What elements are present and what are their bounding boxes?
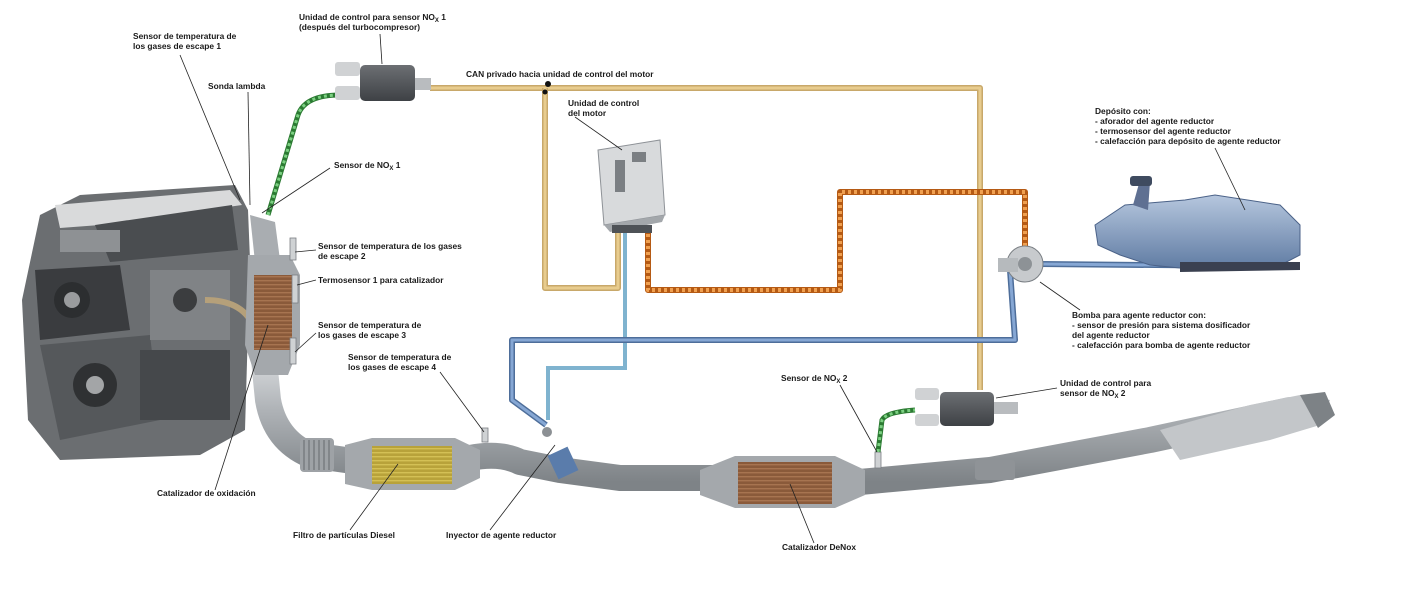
injector-signal-wire — [546, 228, 627, 420]
label-catalyst-thermosensor-1: Termosensor 1 para catalizador — [318, 275, 444, 285]
label-lambda-probe: Sonda lambda — [208, 81, 266, 91]
diesel-engine — [22, 185, 258, 460]
label-can-bus: CAN privado hacia unidad de control del … — [466, 69, 654, 79]
label-diesel-particulate-filter: Filtro de partículas Diesel — [293, 530, 395, 540]
heated-pump-wire — [645, 189, 1028, 293]
oxidation-catalyst-core — [254, 275, 292, 350]
exhaust-pipe — [245, 215, 1335, 508]
label-reductant-injector: Inyector de agente reductor — [446, 530, 557, 540]
label-nox-sensor-2: Sensor de NOX 2 — [781, 373, 848, 385]
can-junction-dot — [545, 81, 551, 87]
label-egt-sensor-3: Sensor de temperatura de los gases de es… — [318, 320, 424, 340]
label-nox-sensor-1: Sensor de NOX 1 — [334, 160, 401, 172]
label-denox-catalyst: Catalizador DeNox — [782, 542, 856, 552]
can-bus-wiring — [430, 85, 983, 390]
can-junction-dot — [542, 89, 548, 95]
label-egt-sensor-4: Sensor de temperatura de los gases de es… — [348, 352, 454, 372]
label-egt-sensor-2: Sensor de temperatura de los gases de es… — [318, 241, 464, 261]
denox-catalyst-core — [738, 462, 832, 504]
label-engine-ecu: Unidad de control del motor — [568, 98, 642, 118]
label-oxidation-catalyst: Catalizador de oxidación — [157, 488, 256, 498]
reductant-pump — [998, 245, 1044, 283]
particulate-filter-core — [372, 446, 452, 484]
label-pump: Bomba para agente reductor con: - sensor… — [1072, 310, 1253, 350]
reductant-injector-body — [547, 446, 579, 480]
label-nox-control-unit-2: Unidad de control para sensor de NOX 2 — [1060, 378, 1154, 400]
label-tank: Depósito con: - aforador del agente redu… — [1095, 106, 1281, 146]
leader-lines — [179, 33, 1246, 544]
nox-control-unit-1 — [335, 62, 431, 101]
labels: Sensor de temperatura de los gases de es… — [133, 12, 1281, 552]
nox-sensor-cables — [265, 92, 916, 453]
label-nox-control-unit-1: Unidad de control para sensor NOX 1 (des… — [299, 12, 448, 32]
label-egt-sensor-1: Sensor de temperatura de los gases de es… — [133, 31, 239, 51]
nox-control-unit-2 — [915, 388, 1018, 426]
engine-control-unit — [597, 139, 666, 233]
reductant-tank — [1094, 176, 1301, 272]
